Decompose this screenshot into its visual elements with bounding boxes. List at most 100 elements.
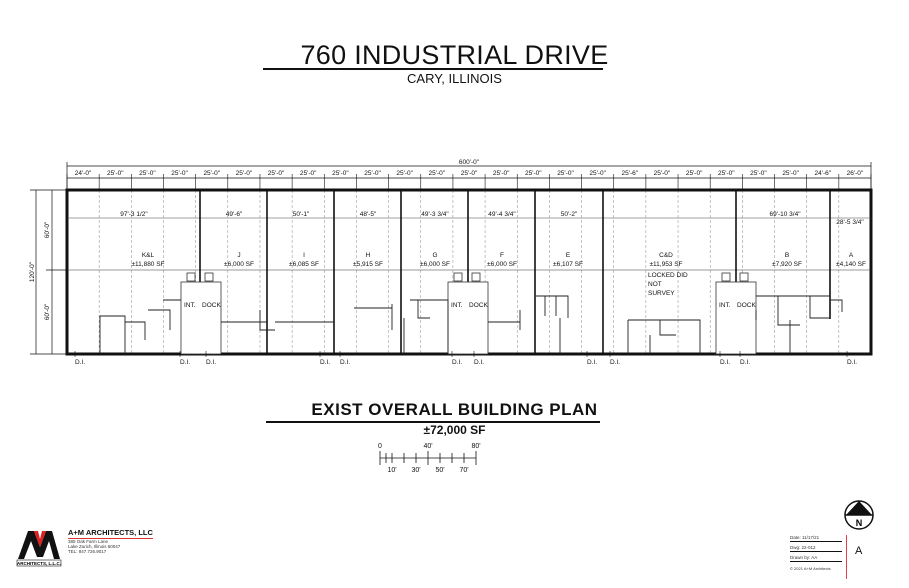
- unit-i-name: I: [303, 252, 305, 259]
- bay-dimension: 25'-0": [171, 170, 188, 177]
- plan-title-underline: [266, 421, 600, 423]
- bay-dimension: 25'-0": [332, 170, 349, 177]
- unit-h-width: 48'-5": [360, 211, 377, 218]
- dock-door-label: D.I.: [720, 359, 730, 366]
- bay-dimension: 25'-0": [589, 170, 606, 177]
- drawing-subtitle: CARY, ILLINOIS: [407, 71, 502, 86]
- dock-label-int-1: INT.: [184, 302, 196, 309]
- overall-width-dim: 600'-0": [459, 159, 480, 166]
- cd-note-line2: NOT: [648, 281, 662, 288]
- unit-kl-area: ±11,880 SF: [131, 261, 164, 268]
- dock-label-dock-2: DOCK: [469, 302, 488, 309]
- scale-label-70: 70': [459, 467, 468, 474]
- dock-door-label: D.I.: [206, 359, 216, 366]
- unit-g-width: 49'-3 3/4": [421, 211, 449, 218]
- bay-dimension: 25'-0": [525, 170, 542, 177]
- svg-text:ARCHITECTS, L.L.C.: ARCHITECTS, L.L.C.: [17, 561, 61, 566]
- bay-dimension: 25'-0": [203, 170, 220, 177]
- dock-door-label: D.I.: [847, 359, 857, 366]
- plan-total-area: ±72,000 SF: [423, 423, 486, 437]
- drawing-title: 760 INDUSTRIAL DRIVE: [300, 40, 609, 70]
- bay-dimension: 25'-0": [782, 170, 799, 177]
- unit-a-area: ±4,140 SF: [836, 261, 866, 268]
- sheet-number: A: [855, 545, 863, 557]
- scale-label-50: 50': [435, 467, 444, 474]
- cd-note-line3: SURVEY: [648, 290, 675, 297]
- unit-h-area: ±5,915 SF: [353, 261, 383, 268]
- firm-phone: TEL: 847.726.9017: [68, 549, 107, 554]
- dock-door-label: D.I.: [610, 359, 620, 366]
- depth-upper-dim: 60'-0": [44, 221, 51, 238]
- bay-dimension: 24'-0": [75, 170, 92, 177]
- bay-dimension: 25'-0": [557, 170, 574, 177]
- dock-door-label: D.I.: [180, 359, 190, 366]
- bay-dimension: 24'-6": [814, 170, 831, 177]
- overall-depth-dim: 120'-0": [29, 261, 36, 282]
- firm-name: A+M ARCHITECTS, LLC: [68, 528, 153, 539]
- scale-label-0: 0: [378, 443, 382, 450]
- copyright: © 2021 A+M Architects: [790, 566, 831, 571]
- firm-logo: ARCHITECTS, L.L.C.: [16, 531, 62, 567]
- unit-a-width: 28'-5 3/4": [836, 219, 864, 226]
- bay-dimension: 25'-0": [139, 170, 156, 177]
- firm-address-line1: 385 Oak Farm Lane: [68, 539, 109, 544]
- unit-b-width: 69'-10 3/4": [769, 211, 801, 218]
- dock-label-dock-1: DOCK: [202, 302, 221, 309]
- bay-dimension: 25'-0": [750, 170, 767, 177]
- unit-cd-name: C&D: [659, 252, 673, 259]
- unit-g-area: ±6,000 SF: [420, 261, 450, 268]
- scale-label-40: 40': [423, 443, 432, 450]
- scale-label-80: 80': [471, 443, 480, 450]
- unit-cd-area: ±11,953 SF: [649, 261, 682, 268]
- unit-e-name: E: [566, 252, 571, 259]
- unit-h-name: H: [366, 252, 371, 259]
- scale-bar: 0 40' 80' 10' 30' 50' 70': [378, 443, 481, 474]
- bay-dimension: 25'-0": [461, 170, 478, 177]
- unit-a-name: A: [849, 252, 854, 259]
- unit-f-width: 49'-4 3/4": [488, 211, 516, 218]
- dock-door-label: D.I.: [740, 359, 750, 366]
- bay-dimension: 25'-0": [718, 170, 735, 177]
- unit-j-area: ±6,000 SF: [224, 261, 254, 268]
- cd-note-line1: LOCKED DID: [648, 272, 688, 279]
- bay-dimension: 25'-0": [429, 170, 446, 177]
- title-block-divider: [846, 535, 847, 579]
- bay-dimension: 25'-6": [622, 170, 639, 177]
- scale-label-30: 30': [411, 467, 420, 474]
- title-underline: [263, 68, 603, 70]
- dock-door-label: D.I.: [587, 359, 597, 366]
- firm-address-line2: Lake Zurich, Illinois 60047: [68, 544, 121, 549]
- dock-door-label: D.I.: [340, 359, 350, 366]
- north-arrow-icon: N: [844, 500, 874, 530]
- unit-j-name: J: [237, 252, 240, 259]
- bay-dimension: 26'-0": [847, 170, 864, 177]
- date-field: Date: 11/17/21: [790, 535, 842, 542]
- bay-dimension: 25'-0": [493, 170, 510, 177]
- bay-dimension: 25'-0": [364, 170, 381, 177]
- dwg-number-field: Dwg: 22-012: [790, 545, 842, 552]
- unit-i-width: 50'-1": [293, 211, 310, 218]
- dock-door-label: D.I.: [474, 359, 484, 366]
- svg-text:N: N: [856, 518, 863, 528]
- dock-label-int-3: INT.: [719, 302, 731, 309]
- unit-b-name: B: [785, 252, 789, 259]
- unit-j-width: 49'-6": [226, 211, 243, 218]
- unit-b-area: ±7,920 SF: [772, 261, 802, 268]
- unit-g-name: G: [432, 252, 437, 259]
- bay-dimension: 25'-0": [236, 170, 253, 177]
- plan-title: EXIST OVERALL BUILDING PLAN: [311, 400, 598, 419]
- unit-e-width: 50'-2": [561, 211, 578, 218]
- dock-label-dock-3: DOCK: [737, 302, 756, 309]
- dock-label-int-2: INT.: [451, 302, 463, 309]
- unit-kl-name: K&L: [142, 252, 155, 259]
- bay-dimension: 25'-0": [686, 170, 703, 177]
- unit-f-area: ±6,000 SF: [487, 261, 517, 268]
- dock-door-label: D.I.: [75, 359, 85, 366]
- bay-dimension: 25'-0": [268, 170, 285, 177]
- depth-lower-dim: 60'-0": [44, 303, 51, 320]
- dock-door-label: D.I.: [452, 359, 462, 366]
- dock-door-label: D.I.: [320, 359, 330, 366]
- unit-kl-width: 97'-3 1/2": [120, 211, 148, 218]
- bay-dimension: 25'-0": [107, 170, 124, 177]
